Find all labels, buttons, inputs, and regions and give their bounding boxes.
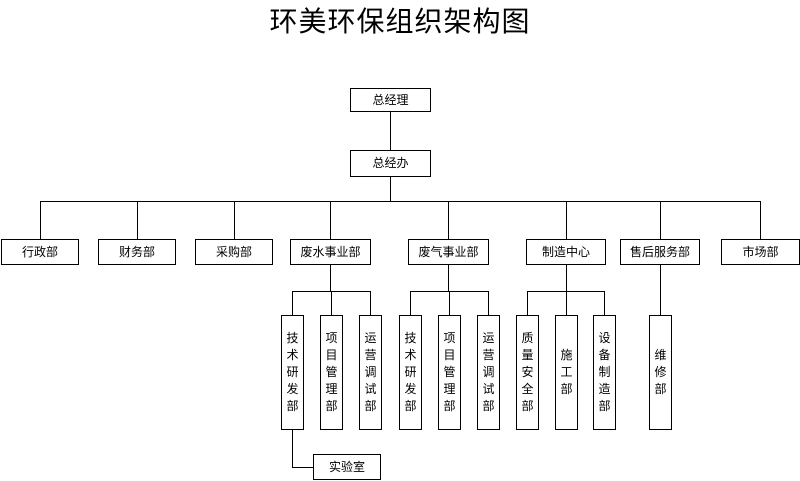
wastewater-project-box: 项目管理部 <box>320 315 343 430</box>
wastewater-operation-box: 运营调试部 <box>359 315 382 430</box>
quality-safety-box: 质量安全部 <box>516 315 539 430</box>
laboratory-box: 实验室 <box>313 454 381 480</box>
department-purchasing: 采购部 <box>195 239 273 265</box>
equipment-manufacturing-box: 设备制造部 <box>593 315 616 430</box>
department-marketing: 市场部 <box>721 239 800 265</box>
wastewater-rnd-box: 技术研发部 <box>281 315 304 430</box>
department-wastegas: 废气事业部 <box>408 239 489 265</box>
maintenance-box: 维修部 <box>649 315 672 430</box>
wastegas-rnd-box: 技术研发部 <box>399 315 422 430</box>
wastegas-operation-box: 运营调试部 <box>477 315 500 430</box>
general-manager-box: 总经理 <box>350 88 431 112</box>
construction-box: 施工部 <box>555 315 578 430</box>
department-manufacturing: 制造中心 <box>526 239 606 265</box>
general-office-box: 总经办 <box>350 150 431 177</box>
department-wastewater: 废水事业部 <box>290 239 371 265</box>
wastegas-project-box: 项目管理部 <box>438 315 461 430</box>
department-finance: 财务部 <box>98 239 176 265</box>
department-aftersales: 售后服务部 <box>620 239 700 265</box>
chart-title: 环美环保组织架构图 <box>269 5 531 38</box>
department-admin: 行政部 <box>1 239 79 265</box>
